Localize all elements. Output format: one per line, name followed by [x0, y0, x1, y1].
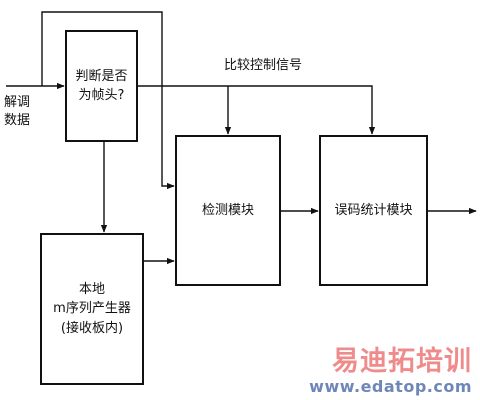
judge-frame-header-block: 判断是否 为帧头?: [65, 30, 138, 142]
mseq-block-line1: 本地: [78, 281, 105, 297]
control-signal-line: [137, 85, 376, 135]
mseq-block-line3: (接收板内): [60, 320, 124, 336]
detect-block-label: 检测模块: [201, 202, 254, 218]
feedback-line: [41, 11, 175, 190]
input-label: 解调 数据: [4, 94, 30, 129]
ber-block-label: 误码统计模块: [334, 202, 413, 218]
mseq-generator-block: 本地 m序列产生器 (接收板内): [40, 233, 144, 385]
judge-block-line2: 为帧头?: [78, 88, 125, 103]
watermark-chinese: 易迪拓培训: [332, 346, 472, 377]
mseq-block-line2: m序列产生器: [53, 301, 131, 317]
judge-block-line1: 判断是否: [75, 68, 128, 84]
ber-block: 误码统计模块: [319, 135, 428, 286]
input-label-line2: 数据: [4, 112, 31, 128]
input-label-line1: 解调: [4, 95, 31, 110]
control-signal-label: 比较控制信号: [224, 58, 303, 73]
watermark-url: www.edatop.com: [309, 377, 472, 396]
detect-block: 检测模块: [175, 135, 281, 286]
